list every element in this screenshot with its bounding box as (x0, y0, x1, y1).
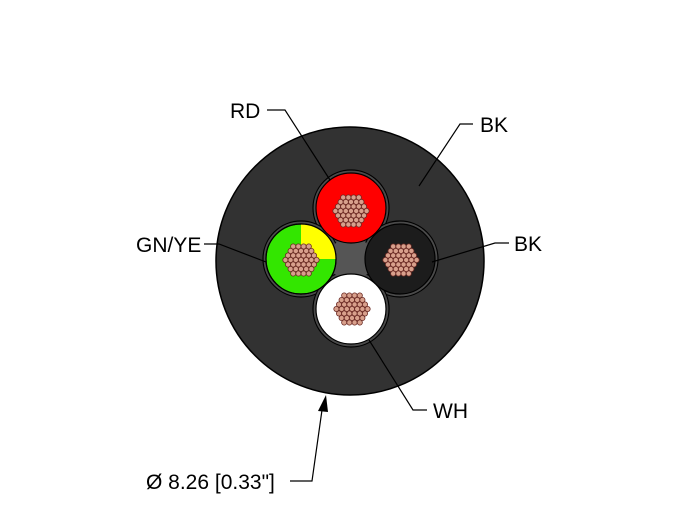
copper-strand (313, 256, 320, 263)
copper-strand (356, 319, 363, 326)
strand-bundle (382, 243, 420, 277)
leader-line-white (368, 339, 427, 411)
copper-strand (310, 261, 317, 268)
strand-bundle (282, 243, 320, 277)
copper-strand (410, 252, 417, 259)
copper-strand (305, 243, 312, 250)
copper-strand (408, 247, 415, 254)
conductor-green-yellow (265, 223, 337, 295)
copper-strand (355, 221, 362, 228)
copper-strand (361, 310, 368, 317)
copper-strand (355, 194, 362, 201)
label-diameter: Ø 8.26 [0.33"] (146, 471, 275, 494)
leader-line-jacket (418, 123, 473, 187)
label-black-conductor: BK (514, 233, 542, 256)
label-red-conductor: RD (230, 100, 260, 123)
copper-strand (359, 296, 366, 303)
copper-strand (410, 261, 417, 268)
copper-strand (341, 319, 348, 326)
strand-bundle (332, 194, 370, 228)
copper-strand (359, 315, 366, 322)
diameter-arrowhead (318, 395, 328, 412)
copper-strand (360, 203, 367, 210)
copper-strand (295, 270, 302, 277)
copper-strand (364, 305, 371, 312)
copper-strand (413, 256, 420, 263)
copper-strand (346, 319, 353, 326)
copper-strand (361, 301, 368, 308)
label-jacket: BK (480, 114, 508, 137)
copper-strand (290, 270, 297, 277)
leader-line-green-yellow (204, 243, 267, 263)
copper-strand (405, 243, 412, 250)
copper-strand (363, 207, 370, 214)
leader-line-black (431, 242, 509, 263)
copper-strand (400, 270, 407, 277)
copper-strand (305, 270, 312, 277)
copper-strand (345, 221, 352, 228)
copper-strand (310, 252, 317, 259)
copper-strand (405, 270, 412, 277)
label-white-conductor: WH (433, 400, 468, 423)
conductor-red (315, 172, 387, 244)
copper-strand (350, 221, 357, 228)
copper-strand (308, 247, 315, 254)
copper-strand (340, 221, 347, 228)
copper-strand (395, 270, 402, 277)
copper-strand (408, 266, 415, 273)
copper-strand (300, 270, 307, 277)
copper-strand (308, 266, 315, 273)
copper-strand (358, 217, 365, 224)
leader-line-diameter (290, 409, 323, 482)
copper-strand (356, 292, 363, 299)
leader-line-red (267, 109, 331, 181)
label-green-yellow-conductor: GN/YE (136, 234, 201, 257)
copper-strand (351, 319, 358, 326)
strand-bundle (333, 292, 371, 326)
copper-strand (390, 270, 397, 277)
conductor-black (364, 223, 436, 295)
copper-strand (358, 198, 365, 205)
copper-strand (360, 212, 367, 219)
conductor-white (315, 273, 387, 345)
